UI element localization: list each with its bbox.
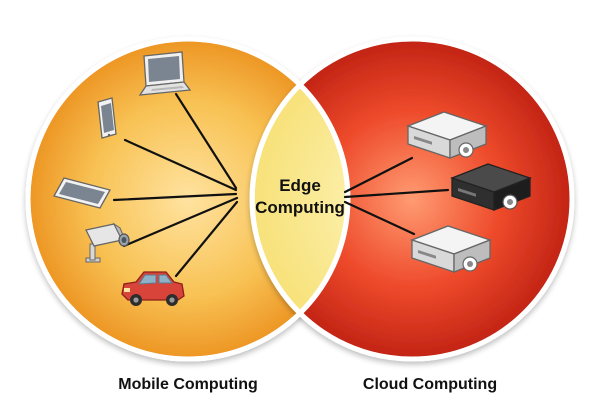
edge-computing-label-line1: Edge xyxy=(279,176,321,195)
connector-camera xyxy=(122,196,239,248)
connector-server-middle xyxy=(343,188,450,199)
connector-lines xyxy=(112,92,450,278)
server-icon xyxy=(410,225,492,273)
tablet-icon xyxy=(53,177,111,209)
cloud-computing-label: Cloud Computing xyxy=(363,376,497,393)
edge-computing-label-line2: Computing xyxy=(255,198,345,217)
connector-phone xyxy=(123,138,238,192)
server-icon xyxy=(450,163,532,211)
connector-server-top xyxy=(343,156,414,194)
connector-server-bottom xyxy=(343,200,416,236)
phone-icon xyxy=(97,97,117,139)
mobile-computing-label: Mobile Computing xyxy=(118,376,258,393)
connector-tablet xyxy=(112,192,238,202)
laptop-icon xyxy=(138,51,192,96)
connector-car xyxy=(174,200,239,278)
security-camera-icon xyxy=(85,222,130,263)
server-icon xyxy=(406,111,488,159)
connector-laptop xyxy=(174,92,238,190)
car-icon xyxy=(121,271,185,306)
